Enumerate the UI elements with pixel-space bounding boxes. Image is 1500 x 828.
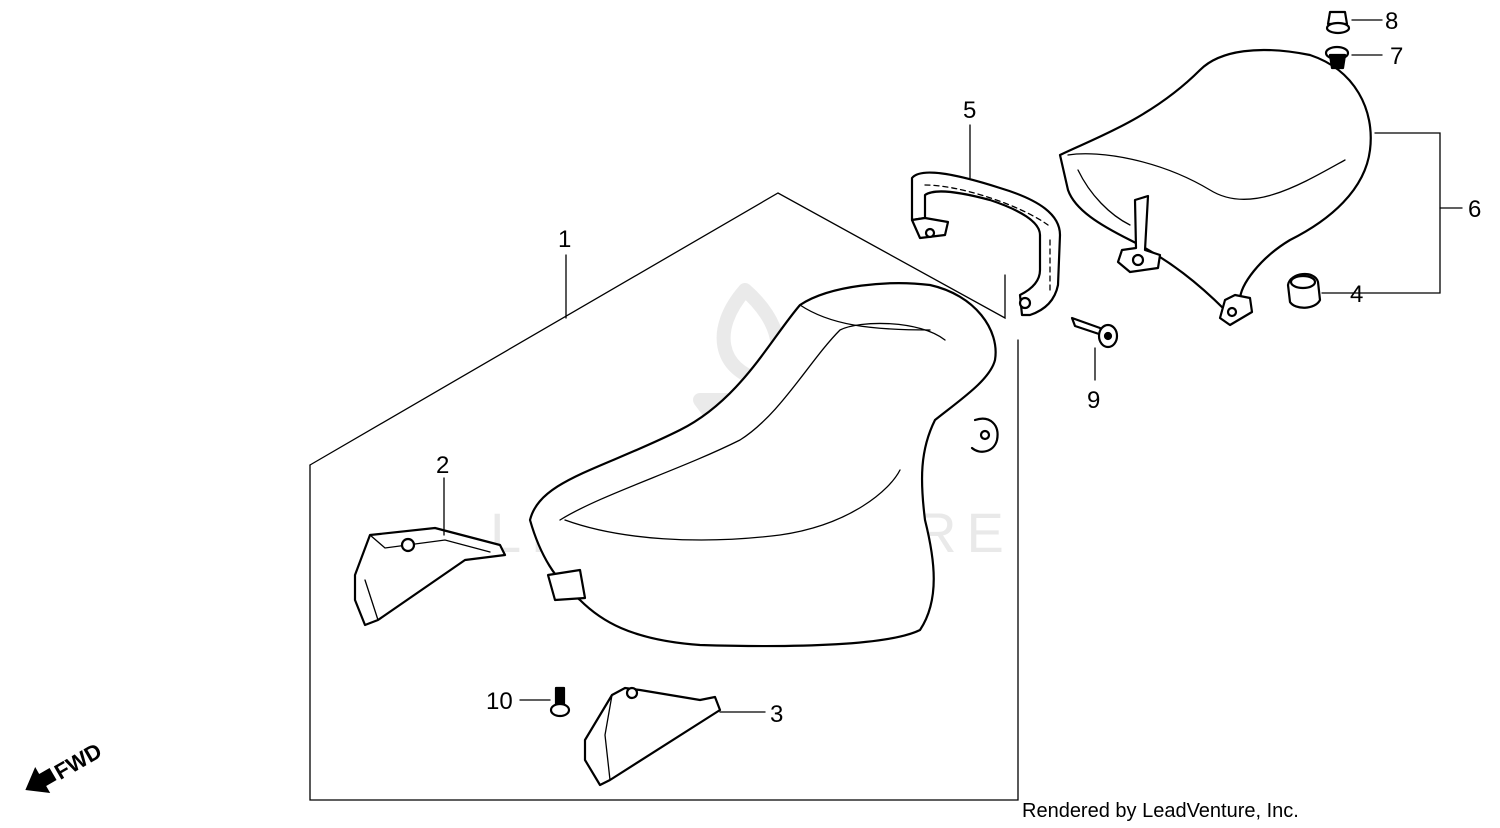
callout-4: 4 (1350, 281, 1363, 308)
callout-7: 7 (1390, 43, 1403, 70)
grab-rail-part-5 (910, 124, 1062, 317)
callout-8: 8 (1385, 8, 1398, 35)
bolt-part-8 (1325, 10, 1383, 35)
callout-1: 1 (558, 226, 571, 253)
rubber-cushion-part-4 (1286, 273, 1322, 309)
callout-10: 10 (486, 688, 513, 715)
bracket-part-3 (583, 686, 766, 787)
assembly-bracket-1 (309, 192, 1019, 801)
callout-3: 3 (770, 701, 783, 728)
bolt-part-9 (1070, 316, 1119, 381)
callout-5: 5 (963, 97, 976, 124)
callout-9: 9 (1087, 387, 1100, 414)
callout-2: 2 (436, 452, 449, 479)
credit-text: Rendered by LeadVenture, Inc. (1022, 800, 1299, 822)
screw-part-10 (519, 686, 571, 718)
main-seat (528, 282, 999, 648)
fwd-label: FWD (50, 738, 106, 785)
washer-part-7 (1324, 45, 1383, 70)
callout-6: 6 (1468, 196, 1481, 223)
fwd-arrow-icon: FWD (25, 738, 106, 793)
bracket-part-2 (353, 477, 507, 627)
pillion-seat-part-6 (1058, 48, 1463, 327)
